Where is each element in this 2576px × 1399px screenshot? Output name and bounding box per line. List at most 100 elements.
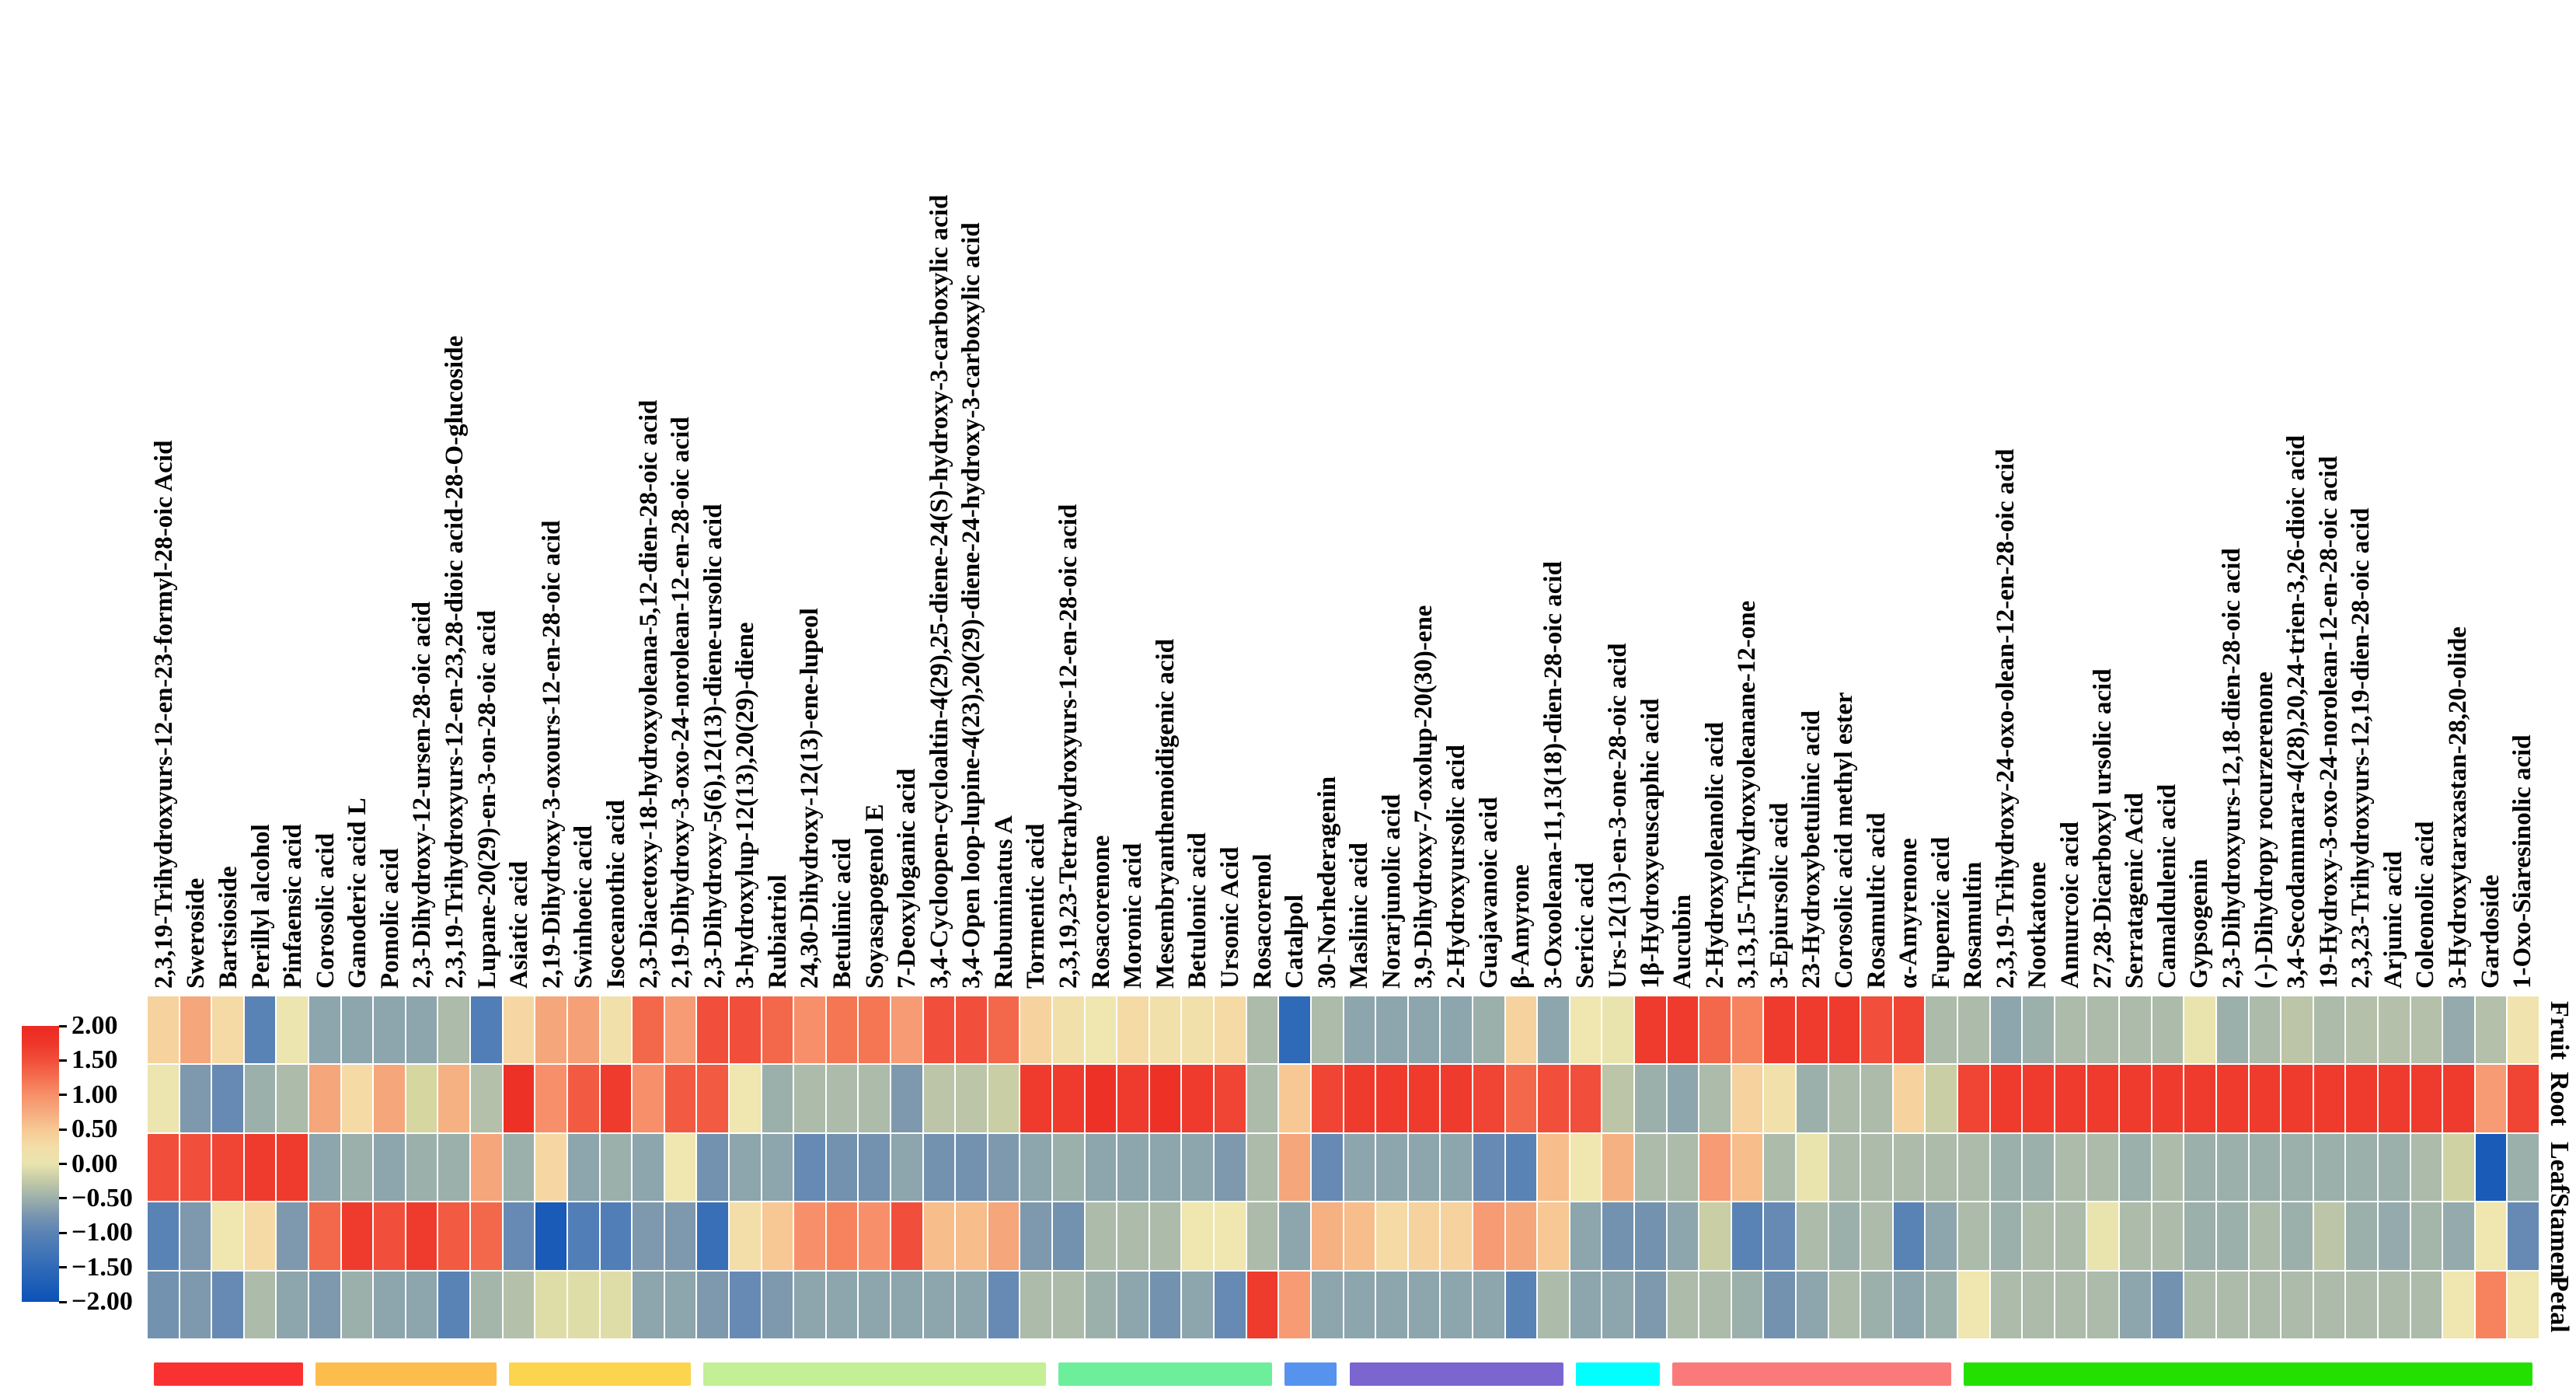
heatmap-cell [1053,996,1084,1064]
heatmap-cell [1441,1065,1472,1132]
heatmap-cell [535,1133,566,1202]
heatmap-cell [1279,1133,1310,1202]
heatmap-cell [2410,1065,2442,1132]
heatmap-cell [1861,996,1892,1064]
heatmap-cell [1926,1133,1957,1202]
heatmap-cell [406,1133,437,1202]
heatmap-cell [794,1065,825,1132]
heatmap-cell [341,1202,373,1270]
heatmap-cell [1958,1202,1989,1270]
heatmap-cell [148,1065,179,1132]
heatmap-cell [567,996,599,1064]
heatmap-cell [1473,1133,1504,1202]
column-label: 19-Hydroxy-3-oxo-24-norolean-12-en-28-oi… [2314,455,2343,989]
column-label: Betulonic acid [1183,832,1212,989]
heatmap-cell [535,1202,566,1270]
heatmap-cell [1958,996,1989,1064]
heatmap-cell [1926,1271,1957,1338]
category-bar [702,1362,1047,1386]
heatmap-cell [2152,996,2184,1064]
heatmap-cell [2087,996,2119,1064]
heatmap-cell [2087,1133,2119,1202]
heatmap-cell [1246,1133,1278,1202]
heatmap-cell [471,1133,502,1202]
heatmap-cell [309,1271,340,1338]
heatmap-cell [2184,1133,2215,1202]
column-label: (-)-Dihydropy rocurzerenone [2250,672,2278,989]
heatmap-cell [729,1065,761,1132]
heatmap-cell [633,1065,664,1132]
heatmap-cell [2249,1065,2281,1132]
heatmap-cell [794,1133,825,1202]
column-label: 30-Norhederagenin [1312,776,1341,989]
heatmap-cell [1828,1271,1860,1338]
heatmap-cell [2152,1065,2184,1132]
column-label: Nootkatone [2024,861,2052,989]
heatmap-cell [277,1133,308,1202]
heatmap-cell [891,1202,922,1270]
heatmap-cell [2508,1065,2539,1132]
heatmap-cell [1602,1202,1633,1270]
heatmap-cell [1926,1065,1957,1132]
column-label: Fupenzic acid [1926,836,1955,989]
heatmap-cell [1311,1065,1343,1132]
heatmap-cell [1376,1133,1407,1202]
heatmap-cell [2249,1202,2281,1270]
heatmap-cell [1376,996,1407,1064]
heatmap-cell [1246,1065,1278,1132]
heatmap-cell [180,1271,211,1338]
heatmap-cell [923,1202,955,1270]
category-bar [154,1362,303,1386]
column-label: 2,3,19-Trihydroxy-24-oxo-olean-12-en-28-… [1991,448,2020,989]
heatmap-cell [1861,1133,1892,1202]
heatmap-grid [148,996,2539,1338]
category-bar [1963,1362,2532,1386]
colorbar-tick-label: 0.50 [71,1115,118,1144]
heatmap-cell [956,996,987,1064]
column-label: 3,4-Open loop-lupine-4(23),20(29)-diene-… [957,222,986,989]
colorbar-tick [59,1128,67,1131]
column-label: Ursonic Acid [1215,846,1244,989]
column-label: 2,19-Dihydroxy-3-oxo-24-norolean-12-en-2… [667,417,695,989]
heatmap-cell [762,1202,793,1270]
column-label: Soyasapogenol E [860,804,889,989]
heatmap-cell [1020,1065,1052,1132]
heatmap-cell [600,1133,632,1202]
heatmap-cell [2184,996,2215,1064]
heatmap-cell [503,1065,535,1132]
heatmap-cell [1053,1065,1084,1132]
row-label-box: Petal [2541,1270,2576,1338]
heatmap-cell [2508,996,2539,1064]
heatmap-cell [503,1202,535,1270]
heatmap-cell [1538,1202,1569,1270]
heatmap-cell [923,1065,955,1132]
heatmap-cell [438,1271,470,1338]
category-bar [509,1362,691,1386]
heatmap-cell [1699,1271,1731,1338]
heatmap-cell [277,1271,308,1338]
heatmap-cell [438,1202,470,1270]
heatmap-cell [633,1271,664,1338]
heatmap-cell [2184,1202,2215,1270]
heatmap-cell [1117,1271,1149,1338]
heatmap-cell [2443,1065,2474,1132]
heatmap-cell [1634,1202,1666,1270]
heatmap-cell [762,1065,793,1132]
heatmap-cell [2055,996,2086,1064]
heatmap-cell [1149,1065,1181,1132]
category-bar [315,1362,497,1386]
heatmap-cell [1020,1202,1052,1270]
heatmap-cell [1538,1065,1569,1132]
heatmap-cell [244,1202,276,1270]
heatmap-cell [1538,1133,1569,1202]
heatmap-cell [1085,996,1117,1064]
row-label: Fruit [2545,1001,2574,1060]
heatmap-cell [1149,1271,1181,1338]
heatmap-cell [2281,996,2313,1064]
heatmap-cell [2443,996,2474,1064]
heatmap-cell [1828,1065,1860,1132]
heatmap-cell [859,1133,890,1202]
heatmap-cell [309,1202,340,1270]
column-label: Camaldulenic acid [2152,783,2181,989]
